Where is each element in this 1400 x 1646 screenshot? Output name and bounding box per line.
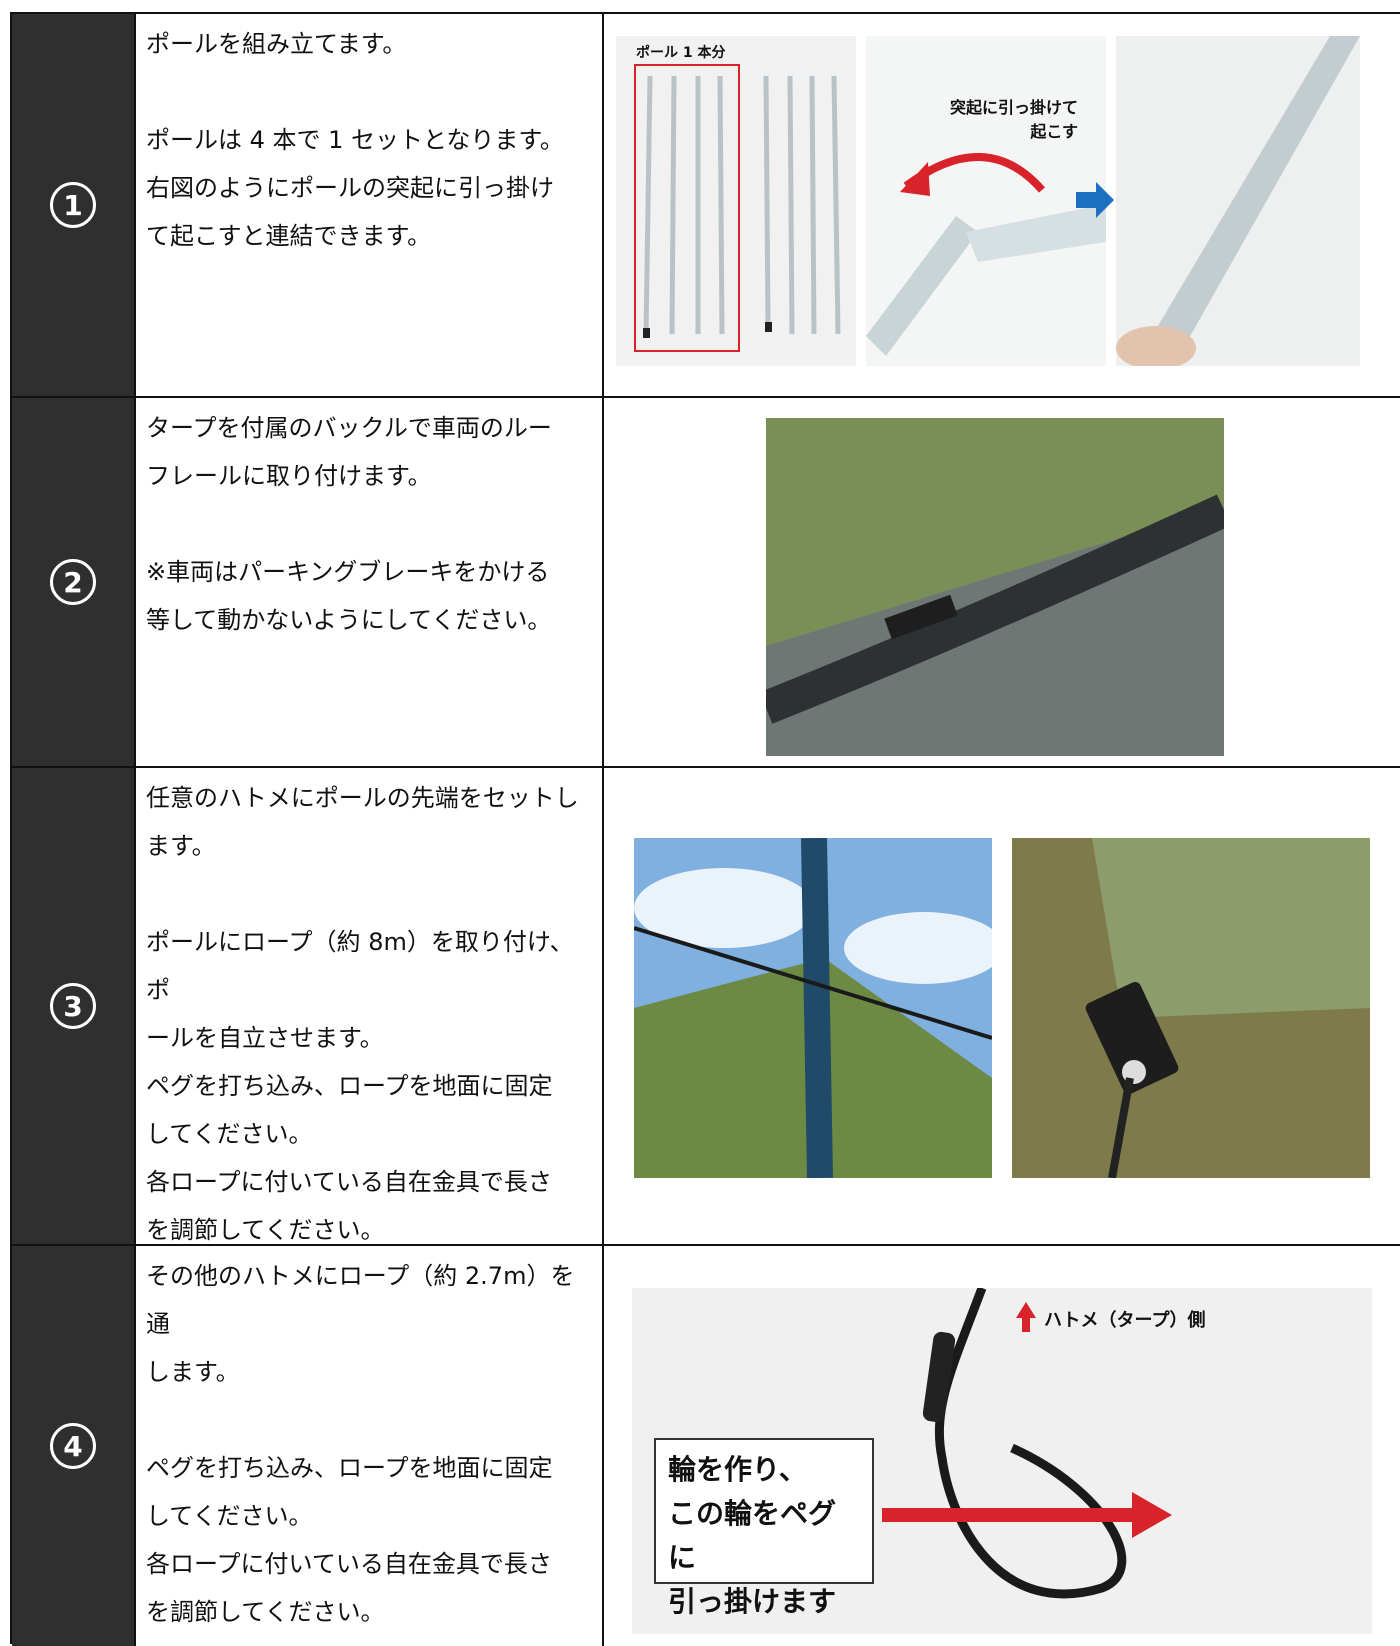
step-number: 1 <box>50 182 96 228</box>
text-line: ます。 <box>146 832 216 860</box>
text-line: 任意のハトメにポールの先端をセットし <box>146 784 579 812</box>
hook-caption: 突起に引っ掛けて 起こす <box>949 98 1078 141</box>
text-line: 各ロープに付いている自在金具で長さ <box>146 1168 552 1196</box>
text-line <box>146 500 586 548</box>
roof-rail-illustration <box>766 418 1224 756</box>
step-number-cell: 4 <box>12 1246 136 1646</box>
text-line: ポールを組み立てます。 <box>146 30 407 58</box>
pole-top-illustration <box>634 838 992 1178</box>
step-images <box>602 398 1400 766</box>
text-line: を調節してください。 <box>146 1216 385 1244</box>
step-images: ポール 1 本分 突起に引っ掛けて 起こす <box>602 14 1400 396</box>
step-row-4: 4 その他のハトメにロープ（約 2.7m）を通 します。 ペグを打ち込み、ロープ… <box>12 1246 1400 1646</box>
step-description: タープを付属のバックルで車両のルー フレールに取り付けます。 ※車両はパーキング… <box>146 404 586 644</box>
text-line <box>146 1396 586 1444</box>
connected-illustration <box>1116 36 1360 366</box>
step-number-cell: 2 <box>12 398 136 766</box>
photo-pole-set: ポール 1 本分 <box>616 36 856 366</box>
text-line: ールを自立させます。 <box>146 1024 384 1052</box>
photo-pole-hook: 突起に引っ掛けて 起こす <box>866 36 1106 366</box>
text-line: してください。 <box>146 1120 313 1148</box>
step-description: 任意のハトメにポールの先端をセットし ます。 ポールにロープ（約 8m）を取り付… <box>146 774 586 1254</box>
text-line: 等して動かないようにしてください。 <box>146 606 552 634</box>
text-line <box>146 68 586 116</box>
pole-set-caption: ポール 1 本分 <box>636 45 726 61</box>
photo-grommet <box>1012 838 1370 1178</box>
pole-set-frame <box>634 64 740 352</box>
step-number: 2 <box>50 559 96 605</box>
step-images: ハトメ（タープ）側 輪を作り、 この輪をペグに 引っ掛けます <box>602 1246 1400 1646</box>
step-images <box>602 768 1400 1244</box>
text-line: ポールにロープ（約 8m）を取り付け、ポ <box>146 928 574 1004</box>
text-line: ポールは 4 本で 1 セットとなります。 <box>146 126 564 154</box>
step-number-cell: 3 <box>12 768 136 1244</box>
hook-illustration <box>866 153 1106 356</box>
photo-rope-loop: ハトメ（タープ）側 輪を作り、 この輪をペグに 引っ掛けます <box>632 1288 1372 1634</box>
text-line: その他のハトメにロープ（約 2.7m）を通 <box>146 1262 575 1338</box>
step-number: 3 <box>50 983 96 1029</box>
side-caption: ハトメ（タープ）側 <box>1044 1310 1206 1331</box>
text-line: て起こすと連結できます。 <box>146 222 432 250</box>
text-line: します。 <box>146 1358 240 1386</box>
text-line: フレールに取り付けます。 <box>146 462 432 490</box>
step-row-1: 1 ポールを組み立てます。 ポールは 4 本で 1 セットとなります。 右図のよ… <box>12 14 1400 398</box>
text-line: を調節してください。 <box>146 1598 385 1626</box>
loop-caption: 輪を作り、 この輪をペグに 引っ掛けます <box>654 1438 874 1618</box>
text-line: ※車両はパーキングブレーキをかける <box>146 558 550 586</box>
step-row-3: 3 任意のハトメにポールの先端をセットし ます。 ポールにロープ（約 8m）を取… <box>12 768 1400 1246</box>
grommet-illustration <box>1012 838 1370 1178</box>
step-row-2: 2 タープを付属のバックルで車両のルー フレールに取り付けます。 ※車両はパーキ… <box>12 398 1400 768</box>
step-number: 4 <box>50 1423 96 1469</box>
poles-illustration <box>643 75 841 338</box>
photo-pole-connected <box>1116 36 1360 366</box>
step-description: ポールを組み立てます。 ポールは 4 本で 1 セットとなります。 右図のように… <box>146 20 586 260</box>
text-line: してください。 <box>146 1502 313 1530</box>
instruction-table: 1 ポールを組み立てます。 ポールは 4 本で 1 セットとなります。 右図のよ… <box>10 12 1400 1646</box>
text-line: 右図のようにポールの突起に引っ掛け <box>146 174 554 202</box>
text-line: ペグを打ち込み、ロープを地面に固定 <box>146 1454 553 1482</box>
arrow-right-icon <box>1076 182 1114 218</box>
photo-roof-rail <box>766 418 1224 756</box>
photo-pole-top <box>634 838 992 1178</box>
step-number-cell: 1 <box>12 14 136 396</box>
text-line: タープを付属のバックルで車両のルー <box>146 414 552 442</box>
step-description: その他のハトメにロープ（約 2.7m）を通 します。 ペグを打ち込み、ロープを地… <box>146 1252 586 1636</box>
rope-loop-illustration <box>882 1288 1172 1599</box>
text-line: ペグを打ち込み、ロープを地面に固定 <box>146 1072 553 1100</box>
text-line <box>146 870 586 918</box>
text-line: 各ロープに付いている自在金具で長さ <box>146 1550 552 1578</box>
